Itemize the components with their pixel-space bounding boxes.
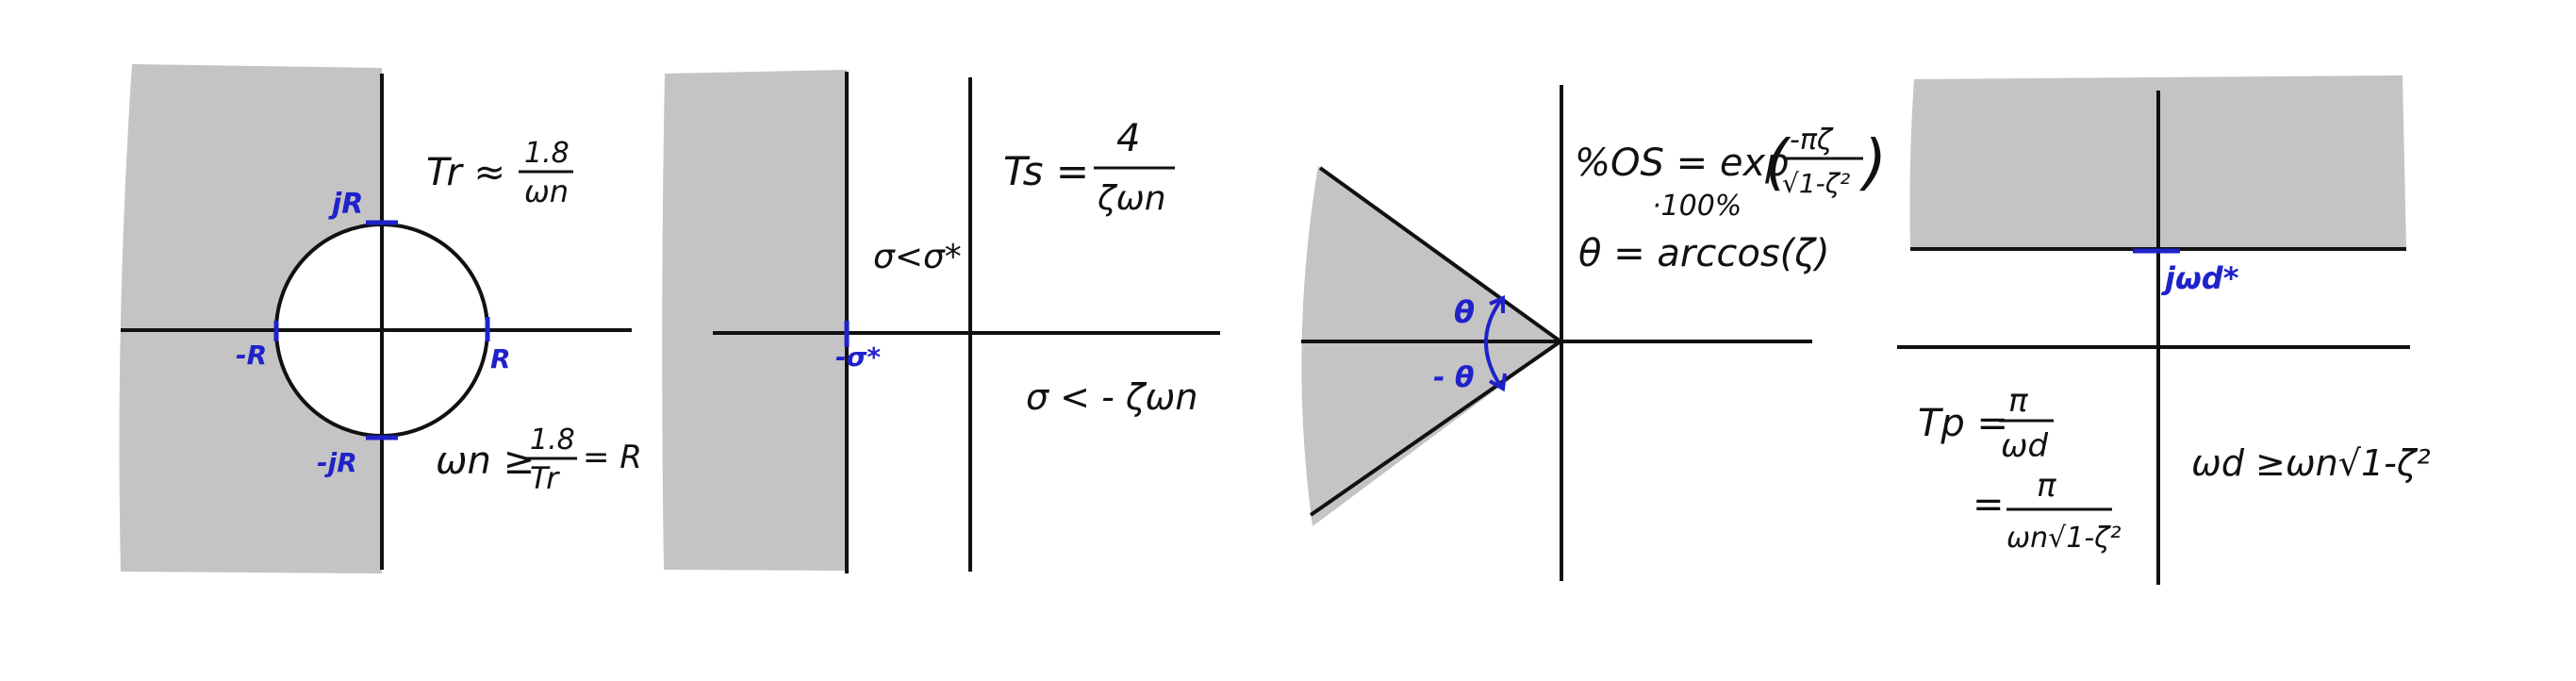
panel-peak-time: jωd* Tp = π ωd = π ωn√1-ζ² ωd ≥ωn√1-ζ² xyxy=(1897,75,2431,585)
panel3-angle-upper: θ xyxy=(1454,294,1475,330)
panel-settling-time: -σ* σ<σ* Ts = 4 ζωn σ < - ζωn xyxy=(662,70,1220,573)
panel1-label-top: jR xyxy=(328,188,363,221)
panel3-arrow-up-icon xyxy=(1489,294,1505,313)
panel4-marker-label: jωd* xyxy=(2160,260,2239,296)
peak-lhs: Tp = xyxy=(1918,402,2008,445)
panel1-label-left: -R xyxy=(236,340,267,371)
theta-relation: θ = arccos(ζ) xyxy=(1578,232,1830,275)
overshoot-denominator: √1-ζ² xyxy=(1782,168,1850,199)
settling-numerator: 4 xyxy=(1116,117,1140,160)
panel3-angle-arc xyxy=(1484,298,1503,389)
peak-numerator2: π xyxy=(2037,467,2056,505)
rise-time-lhs: Tr ≈ xyxy=(426,151,505,194)
peak-denominator2: ωn√1-ζ² xyxy=(2006,522,2122,555)
peak-numerator: π xyxy=(2008,382,2028,420)
natural-freq-rhs: = R xyxy=(583,439,642,476)
overshoot-scale: ·100% xyxy=(1652,190,1742,223)
panel3-arrow-down-icon xyxy=(1489,373,1507,392)
panel3-lower-ray xyxy=(1309,340,1562,517)
overshoot-lhs: %OS = exp xyxy=(1575,141,1790,185)
panel2-shaded-region xyxy=(662,70,847,571)
natural-freq-numerator: 1.8 xyxy=(530,424,575,457)
overshoot-numerator: -πζ xyxy=(1790,124,1834,157)
overshoot-close-paren: ) xyxy=(1859,128,1887,198)
rise-time-denominator: ωn xyxy=(524,174,569,209)
panel-overshoot: θ - θ %OS = exp ( -πζ √1-ζ² ) ·100% θ = … xyxy=(1301,85,1887,581)
panel1-label-bottom: -jR xyxy=(317,447,357,478)
natural-freq-lhs: ωn ≥ xyxy=(436,440,535,483)
settling-denominator: ζωn xyxy=(1097,179,1166,218)
panel2-marker-label: -σ* xyxy=(835,341,881,373)
peak-eq2: = xyxy=(1973,483,2005,526)
panel3-upper-ray xyxy=(1318,166,1562,343)
sigma-relation: σ < - ζωn xyxy=(1026,376,1197,418)
peak-denominator: ωd xyxy=(2001,427,2048,465)
panel3-angle-lower: - θ xyxy=(1433,361,1475,394)
overshoot-open-paren: ( xyxy=(1765,128,1792,198)
panel3-shaded-wedge xyxy=(1301,166,1560,526)
panel1-label-right: R xyxy=(490,343,511,374)
damped-relation: ωd ≥ωn√1-ζ² xyxy=(2191,442,2431,484)
natural-freq-denominator: Tr xyxy=(530,460,560,496)
panel1-shaded-region xyxy=(119,64,382,573)
panel-rise-time: jR -R R -jR Tr ≈ 1.8 ωn ωn ≥ 1.8 Tr = R xyxy=(119,64,642,573)
settling-lhs: Ts = xyxy=(1003,148,1089,194)
rise-time-numerator: 1.8 xyxy=(524,137,570,170)
sigma-constraint: σ<σ* xyxy=(873,238,962,276)
